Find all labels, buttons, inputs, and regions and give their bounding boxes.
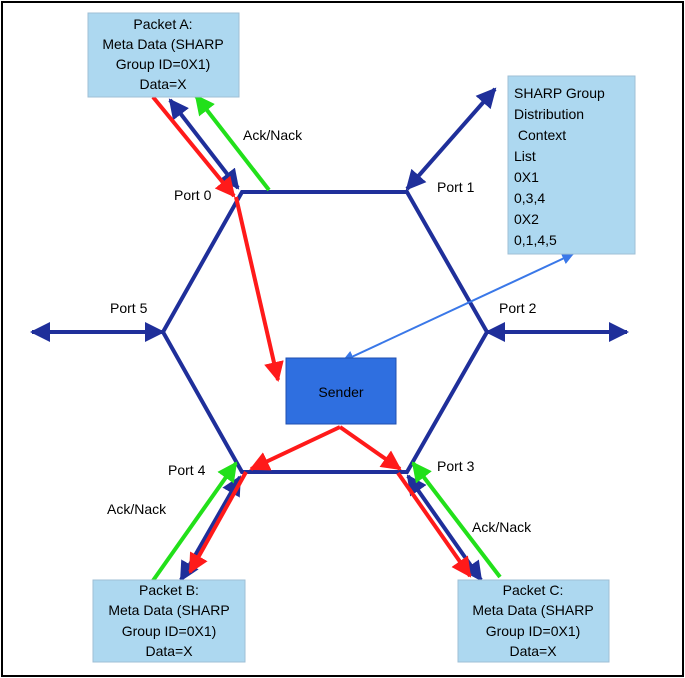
sender-box: Sender <box>285 357 397 425</box>
port3-navy-link <box>406 474 483 582</box>
port0-navy-link <box>168 98 240 190</box>
context-link-arrow <box>341 253 575 362</box>
sender-label: Sender <box>318 384 363 400</box>
data-arrow-to-sender <box>234 196 284 382</box>
data-arrow-sender-port4 <box>249 425 341 471</box>
ack-nack-label-b: Ack/Nack <box>107 501 167 517</box>
packet-c-line-1: Packet C: <box>503 582 564 598</box>
context-line-4: List <box>514 148 536 164</box>
port-0-label: Port 0 <box>174 187 212 203</box>
packet-a-line-4: Data=X <box>139 76 187 92</box>
packet-a-line-3: Group ID=0X1) <box>116 56 211 72</box>
packet-a-line-2: Meta Data (SHARP <box>102 36 223 52</box>
port-1-label: Port 1 <box>437 179 475 195</box>
packet-b-line-3: Group ID=0X1) <box>122 623 217 639</box>
data-arrow-sender-port3 <box>338 425 402 471</box>
ack-nack-label-c: Ack/Nack <box>472 519 532 535</box>
switch-hexagon <box>160 190 490 474</box>
packet-a-line-1: Packet A: <box>133 16 192 32</box>
port-3-label: Port 3 <box>437 458 475 474</box>
packet-a-box: Packet A: Meta Data (SHARP Group ID=0X1)… <box>87 12 240 98</box>
packet-c-line-2: Meta Data (SHARP <box>472 602 593 618</box>
context-line-5: 0X1 <box>514 169 539 185</box>
packet-b-line-2: Meta Data (SHARP <box>108 602 229 618</box>
ack-nack-label-a: Ack/Nack <box>243 127 303 143</box>
packet-b-box: Packet B: Meta Data (SHARP Group ID=0X1)… <box>92 579 246 663</box>
packet-c-box: Packet C: Meta Data (SHARP Group ID=0X1)… <box>457 579 610 663</box>
ack-arrow-c <box>411 461 502 579</box>
port-4-label: Port 4 <box>168 462 206 478</box>
port1-external-arrow <box>405 87 497 191</box>
port-5-label: Port 5 <box>110 300 148 316</box>
data-arrow-b-out <box>188 471 248 574</box>
data-arrow-a-in <box>151 95 236 198</box>
ack-arrow-a <box>194 94 271 192</box>
data-arrow-c-out <box>396 471 472 578</box>
context-line-8: 0,1,4,5 <box>514 232 557 248</box>
packet-b-line-1: Packet B: <box>139 582 199 598</box>
context-line-2: Distribution <box>514 106 584 122</box>
context-line-6: 0,3,4 <box>514 190 545 206</box>
context-line-3: Context <box>514 127 566 143</box>
port-2-label: Port 2 <box>499 300 537 316</box>
context-line-7: 0X2 <box>514 211 539 227</box>
sharp-context-box: SHARP Group Distribution Context List 0X… <box>507 75 636 255</box>
packet-c-line-4: Data=X <box>509 643 557 659</box>
packet-b-line-4: Data=X <box>145 643 193 659</box>
packet-c-line-3: Group ID=0X1) <box>486 623 581 639</box>
ack-arrow-b <box>150 461 238 584</box>
context-line-1: SHARP Group <box>514 85 605 101</box>
